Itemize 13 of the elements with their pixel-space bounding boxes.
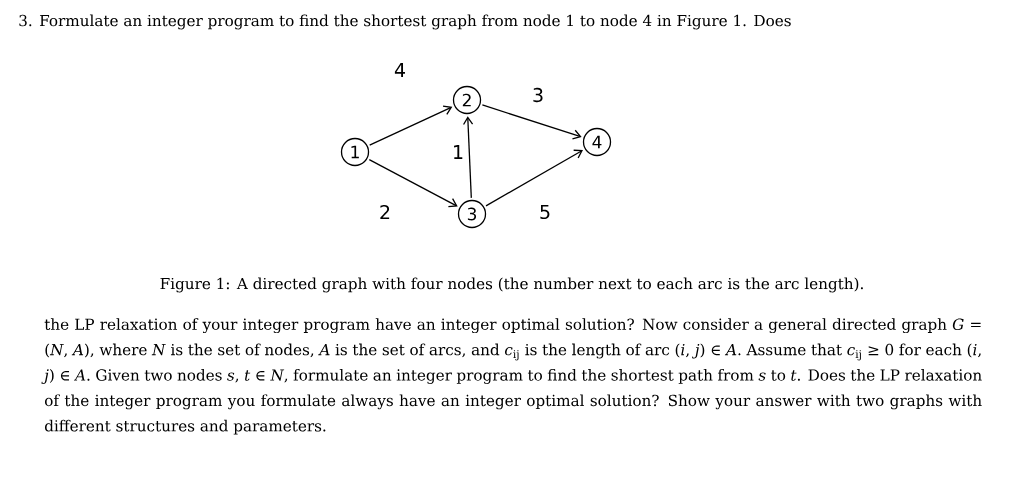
question-text: 3. Formulate an integer program to find the shortest graph from node 1 to node 4 in Figure 1. Does [19, 14, 791, 30]
edge-label: 4 [394, 63, 405, 77]
edge-label: 1 [454, 145, 463, 159]
arrow [481, 104, 582, 140]
arrow [462, 116, 474, 199]
edge-label: 3 [533, 87, 543, 103]
arrow [368, 158, 458, 208]
figure-caption: Figure 1: A directed graph with four nodes (the number next to each arc is the arc length). [160, 277, 863, 293]
arrow [485, 149, 583, 207]
arrow [369, 105, 453, 146]
question-text: the LP relaxation of your integer program have an integer optimal solution? Now consider a general directed graph G = (N, A), where N is the set of nodes, A is the set of arcs, and c$_{ij}$ is the length of arc (i, j) ∈ A. Assume that c$_{ij}$ ≥ 0 for each (i, j) ∈ A. Given two nodes s, t ∈ N, formulate an integer program to find the shortest path from s to t. Does the LP relaxation of the integer program you formulate always have an integer optimal solution? Show your answer with two graphs with different structures and parameters. [41, 318, 982, 435]
edge-label: 5 [540, 204, 550, 220]
edge-label: 2 [380, 204, 390, 220]
